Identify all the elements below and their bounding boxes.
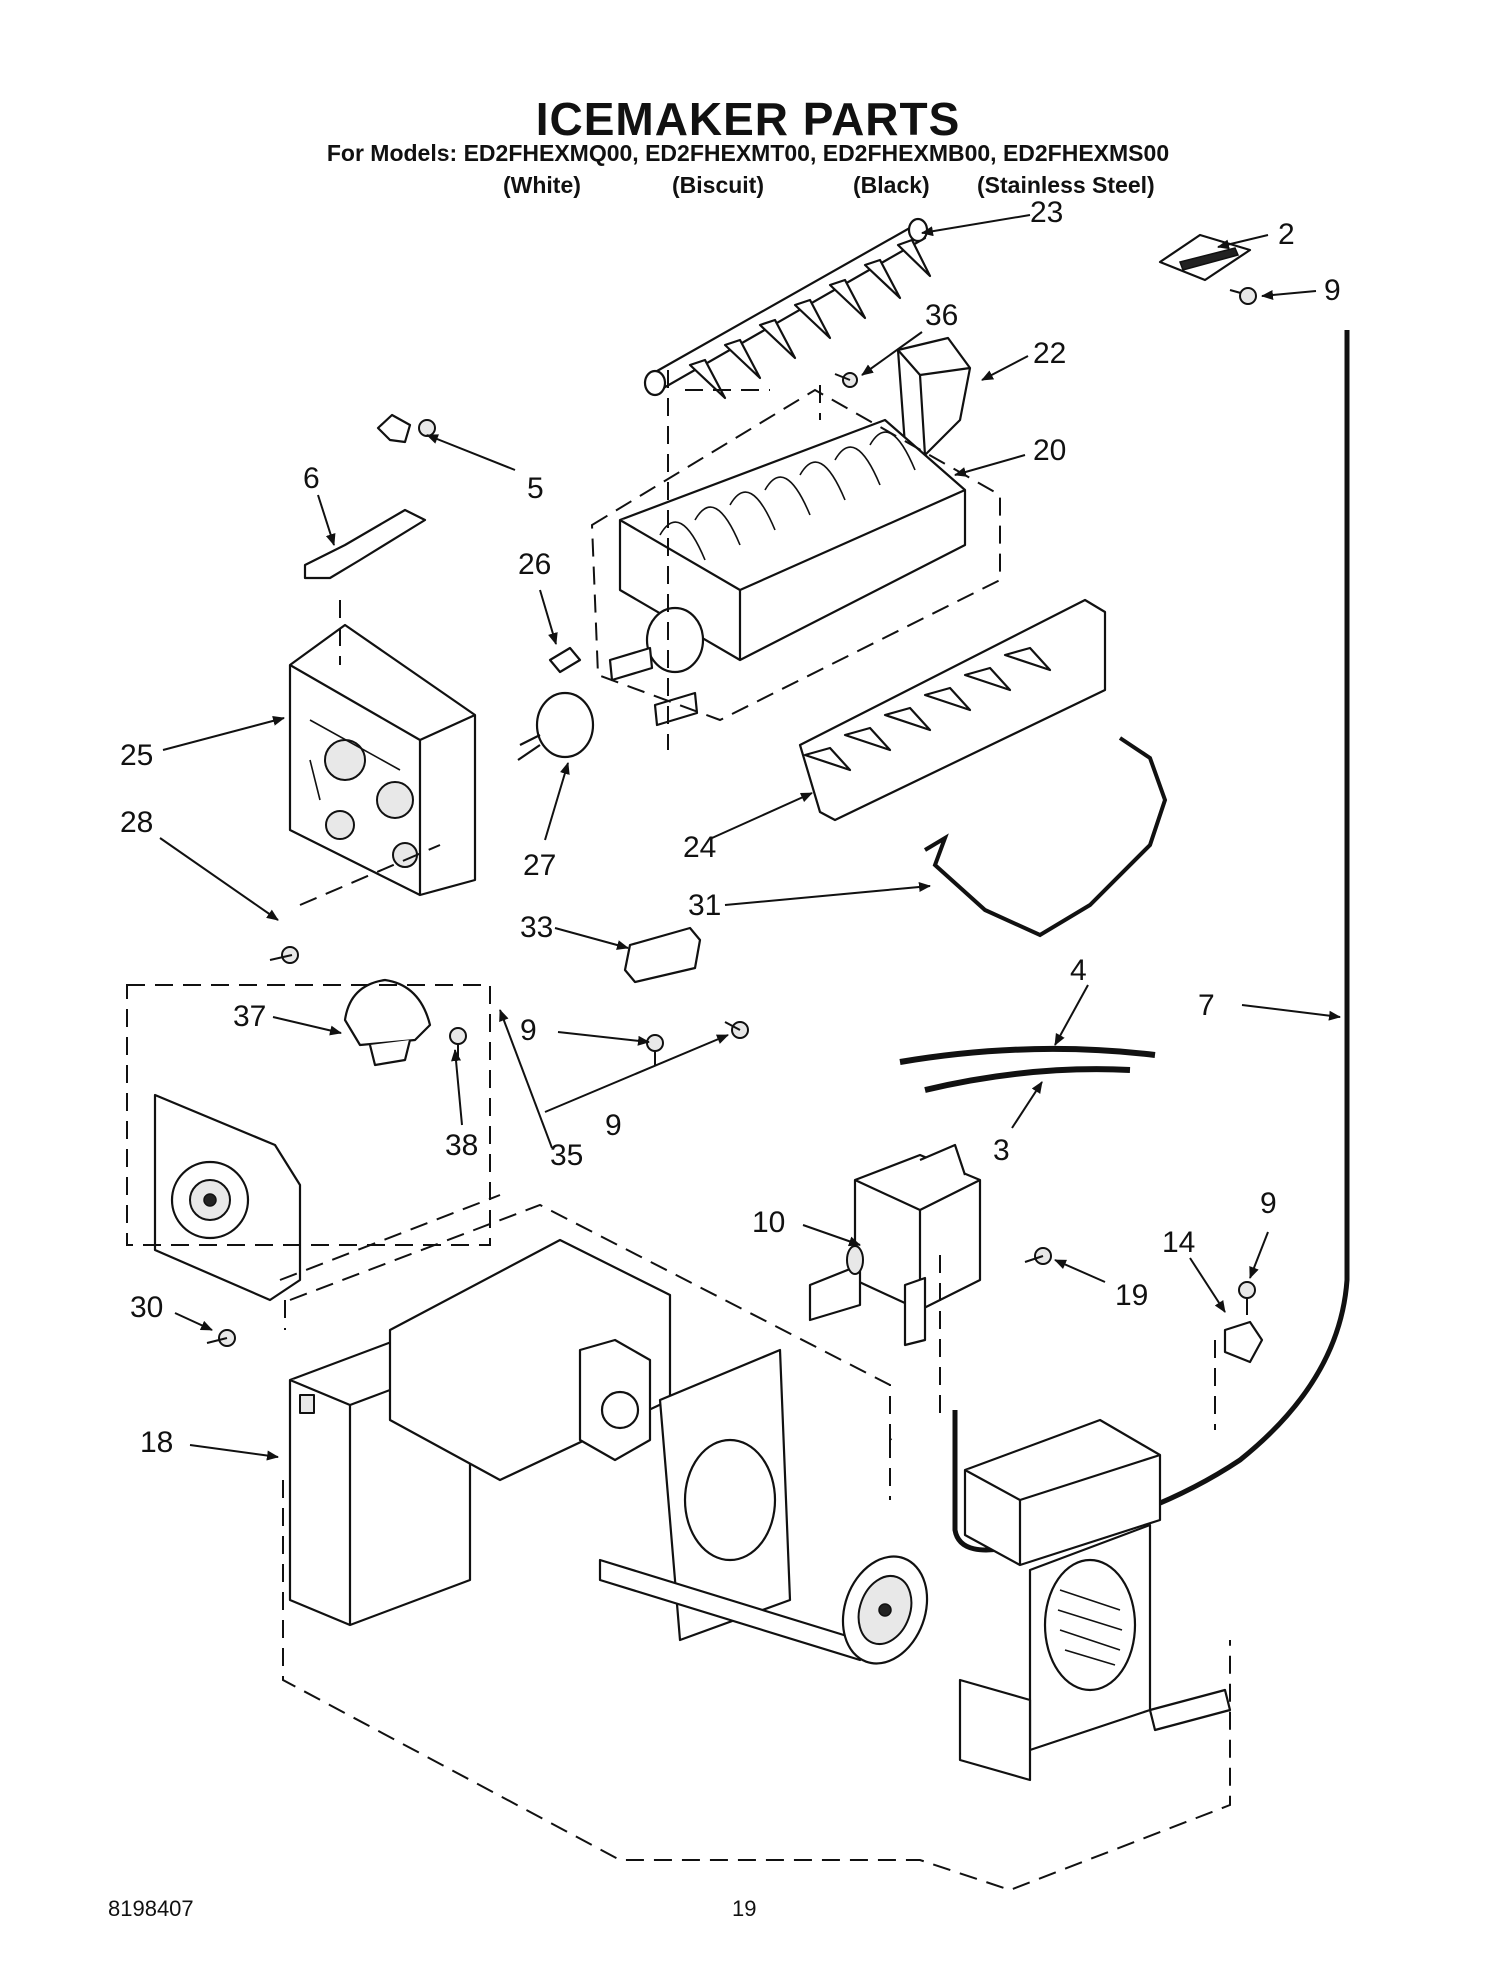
callout-26: 26 bbox=[518, 548, 551, 581]
callout-30: 30 bbox=[130, 1291, 163, 1324]
callout-9-d: 9 bbox=[1260, 1187, 1277, 1220]
part-stripper bbox=[896, 336, 972, 457]
variant-biscuit: (Biscuit) bbox=[672, 172, 764, 198]
doc-number: 8198407 bbox=[108, 1896, 194, 1921]
callout-20: 20 bbox=[1033, 434, 1066, 467]
callout-25: 25 bbox=[120, 739, 153, 772]
callout-24: 24 bbox=[683, 831, 716, 864]
phantom-lines bbox=[126, 370, 1231, 1892]
callout-23: 23 bbox=[1030, 196, 1063, 229]
callout-28: 28 bbox=[120, 806, 153, 839]
page-title: ICEMAKER PARTS bbox=[535, 93, 961, 145]
callout-19: 19 bbox=[1115, 1279, 1148, 1312]
leader-lines bbox=[159, 214, 1341, 1461]
part-mold bbox=[608, 418, 967, 727]
part-tube-3 bbox=[924, 1066, 1131, 1093]
part-shutoff-arm bbox=[923, 736, 1168, 938]
variant-stainless-steel: (Stainless Steel) bbox=[977, 172, 1155, 198]
part-bracket-small bbox=[303, 508, 427, 580]
callout-18: 18 bbox=[140, 1426, 173, 1459]
page-number: 19 bbox=[732, 1896, 757, 1921]
part-water-valve bbox=[808, 1143, 982, 1347]
callout-7: 7 bbox=[1198, 989, 1215, 1022]
models-line: For Models: ED2FHEXMQ00, ED2FHEXMT00, ED… bbox=[326, 140, 1170, 166]
part-icemaker-assembly bbox=[288, 1238, 862, 1662]
callout-5: 5 bbox=[527, 472, 544, 505]
callout-22: 22 bbox=[1033, 337, 1066, 370]
callout-10: 10 bbox=[752, 1206, 785, 1239]
callout-9-c: 9 bbox=[605, 1109, 622, 1142]
callout-37: 37 bbox=[233, 1000, 266, 1033]
part-housing bbox=[288, 623, 477, 897]
part-clip-26 bbox=[548, 646, 582, 674]
callout-labels: 23 2 9 36 22 5 20 6 26 25 27 24 28 31 33… bbox=[120, 196, 1341, 1459]
callout-36: 36 bbox=[925, 299, 958, 332]
part-cover-33 bbox=[623, 926, 702, 984]
variant-white: (White) bbox=[503, 172, 581, 198]
part-fan-housing bbox=[958, 1418, 1232, 1782]
part-front-cover bbox=[798, 598, 1107, 822]
callout-9-b: 9 bbox=[520, 1014, 537, 1047]
callout-2: 2 bbox=[1278, 218, 1295, 251]
callout-31: 31 bbox=[688, 889, 721, 922]
part-tube-4 bbox=[899, 1045, 1156, 1065]
callout-38: 38 bbox=[445, 1129, 478, 1162]
callout-33: 33 bbox=[520, 911, 553, 944]
part-clip bbox=[376, 413, 412, 444]
callout-35: 35 bbox=[550, 1139, 583, 1172]
callout-3: 3 bbox=[993, 1134, 1010, 1167]
callout-9-a: 9 bbox=[1324, 274, 1341, 307]
part-motor bbox=[343, 978, 432, 1067]
callout-14: 14 bbox=[1162, 1226, 1195, 1259]
callout-4: 4 bbox=[1070, 954, 1087, 987]
part-ejector-shaft bbox=[643, 217, 932, 400]
part-module-plate bbox=[153, 1093, 302, 1302]
part-fan-blade bbox=[841, 1555, 929, 1665]
part-thermostat bbox=[517, 691, 595, 761]
part-fill-tube bbox=[952, 330, 1350, 1553]
callout-6: 6 bbox=[303, 462, 320, 495]
part-clamp bbox=[1223, 1320, 1264, 1364]
variant-black: (Black) bbox=[853, 172, 930, 198]
callout-27: 27 bbox=[523, 849, 556, 882]
